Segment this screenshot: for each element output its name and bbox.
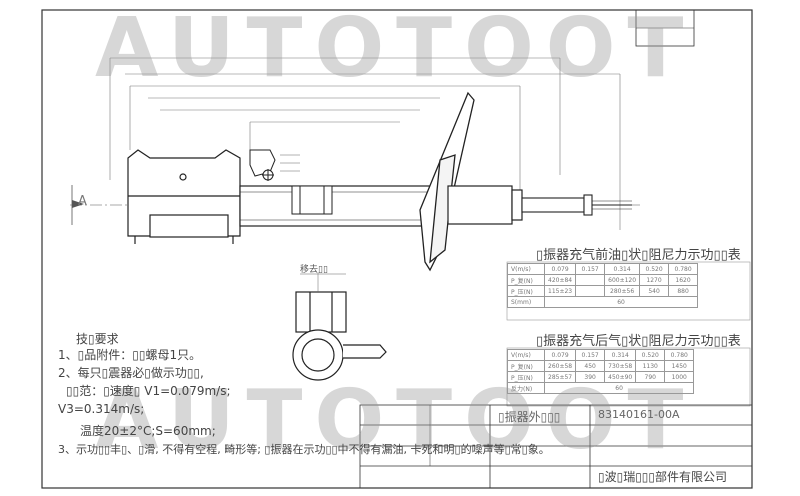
table-cell: 0.520 (635, 349, 666, 361)
table-cell: 0.314 (604, 349, 637, 361)
table-cell: 0.079 (543, 263, 577, 275)
strut-tube (239, 185, 431, 227)
table-cell: 0.079 (543, 349, 577, 361)
table-cell: 0.157 (575, 263, 606, 275)
table-row: 反力(N) 60 (507, 382, 695, 394)
table-row: P_复(N) 260±58 450 730±58 1130 1450 (507, 360, 695, 372)
table-cell: 反力(N) (507, 382, 545, 394)
requirement-line: V3=0.314m/s; (58, 402, 145, 416)
section-label: A (78, 194, 87, 209)
table-cell: 260±58 (543, 360, 577, 372)
part-number: 83140161-00A (598, 408, 680, 421)
table-cell: 0.780 (664, 349, 695, 361)
watermark-top: AUTOTOOT (95, 1, 696, 96)
requirement-line: 1、▯品附件：▯▯螺母1只。 (58, 348, 202, 362)
rear-damping-table: V(m/s) 0.079 0.157 0.314 0.520 0.780 P_复… (507, 349, 695, 394)
requirement-line: ▯▯范：▯速度▯ V1=0.079m/s; (66, 384, 231, 398)
table-cell: 1130 (635, 360, 666, 372)
table-cell: 600±120 (604, 274, 641, 286)
table-cell: 1450 (664, 360, 695, 372)
table-cell: 450±90 (604, 371, 637, 383)
section-view (292, 272, 387, 381)
table-cell: 280±56 (604, 285, 641, 297)
table-cell (575, 285, 606, 297)
table-cell: P_压(N) (507, 371, 545, 383)
piston-rod (521, 194, 632, 216)
table-row: P_压(N) 285±57 390 450±90 790 1000 (507, 371, 695, 383)
table-row: S(mm) 60 (507, 296, 699, 308)
company-name: ▯波▯瑞▯▯▯部件有限公司 (598, 470, 728, 484)
part-name: ▯振器外▯▯▯ (498, 410, 561, 424)
table-cell: 1270 (639, 274, 670, 286)
table-cell: 0.520 (639, 263, 670, 275)
upper-body (447, 185, 523, 225)
table-cell: V(m/s) (507, 349, 545, 361)
section-marker (71, 185, 84, 225)
requirements-title: 技▯要求 (76, 332, 119, 346)
requirement-line: 3、示功▯▯丰▯、▯滑, 不得有空程, 畸形等; ▯振器在示功▯▯中不得有漏油,… (58, 443, 550, 456)
table-cell: 0.780 (668, 263, 699, 275)
table-cell: P_复(N) (507, 360, 545, 372)
rear-table-title: ▯振器充气后气▯状▯阻尼力示功▯▯表 (536, 334, 741, 349)
spring-seat (419, 91, 475, 272)
requirement-line: 2、每只▯震器必▯做示功▯▯, (58, 366, 204, 380)
table-cell: V(m/s) (507, 263, 545, 275)
table-cell: 285±57 (543, 371, 577, 383)
title-block (359, 404, 753, 489)
hose-bracket (291, 185, 333, 215)
section-view-label: 移去▯▯ (300, 265, 328, 275)
table-cell (575, 274, 606, 286)
table-cell: 115±23 (543, 285, 577, 297)
front-table-title: ▯振器充气前油▯状▯阻尼力示功▯▯表 (536, 248, 741, 263)
table-row: V(m/s) 0.079 0.157 0.314 0.520 0.780 (507, 349, 695, 361)
table-cell: 60 (543, 296, 699, 308)
table-cell: 540 (639, 285, 670, 297)
table-cell: P_压(N) (507, 285, 545, 297)
table-cell: 1620 (668, 274, 699, 286)
table-cell: 0.157 (575, 349, 606, 361)
table-row: P_压(N) 115±23 280±56 540 880 (507, 285, 699, 297)
table-cell: 790 (635, 371, 666, 383)
table-cell: P_复(N) (507, 274, 545, 286)
knuckle-bracket (127, 149, 241, 244)
table-cell: 450 (575, 360, 606, 372)
table-cell: 390 (575, 371, 606, 383)
stabilizer-link-mount (249, 149, 300, 181)
table-row: P_复(N) 420±84 600±120 1270 1620 (507, 274, 699, 286)
table-cell: 0.314 (604, 263, 641, 275)
front-damping-table: V(m/s) 0.079 0.157 0.314 0.520 0.780 P_复… (507, 263, 699, 308)
dimension-lines (109, 57, 621, 230)
table-cell: 60 (543, 382, 695, 394)
table-cell: 880 (668, 285, 699, 297)
table-cell: 420±84 (543, 274, 577, 286)
table-cell: 1000 (664, 371, 695, 383)
requirement-line: 温度20±2°C;S=60mm; (80, 424, 216, 438)
table-cell: S(mm) (507, 296, 545, 308)
table-cell: 730±58 (604, 360, 637, 372)
table-row: V(m/s) 0.079 0.157 0.314 0.520 0.780 (507, 263, 699, 275)
